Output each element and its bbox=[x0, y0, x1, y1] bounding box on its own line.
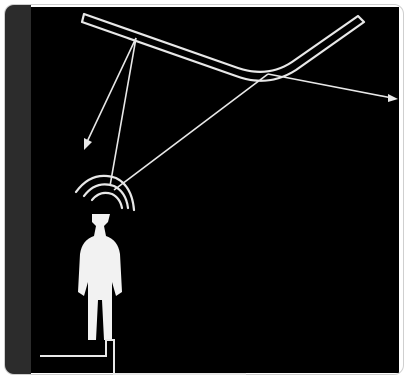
person-figure bbox=[78, 214, 122, 340]
reflected-ray-1 bbox=[86, 38, 136, 144]
reflected-ray-2-arrowhead bbox=[388, 94, 398, 102]
reflected-ray-2 bbox=[268, 74, 392, 98]
stage-floor bbox=[40, 340, 246, 374]
incident-ray-2 bbox=[114, 74, 268, 190]
wave-arc-1 bbox=[92, 193, 122, 208]
reflector-panel bbox=[82, 14, 364, 81]
incident-ray-1 bbox=[110, 38, 136, 186]
